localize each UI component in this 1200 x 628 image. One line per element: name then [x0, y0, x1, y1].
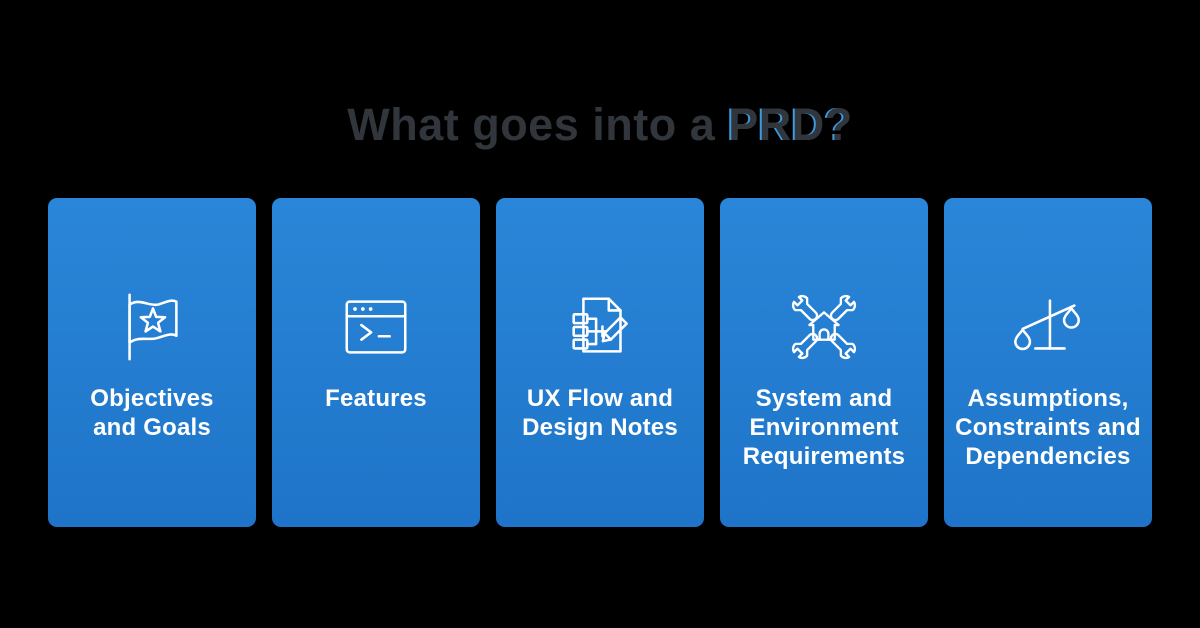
card-ux-flow-and-design-notes: UX Flow and Design Notes — [496, 198, 704, 527]
card-label: Features — [325, 385, 427, 412]
card-assumptions-constraints-and-dependencies: Assumptions, Constraints and Dependencie… — [944, 198, 1152, 527]
page-title-prefix: What goes into a — [347, 99, 729, 150]
cards-row: Objectives and Goals Features — [48, 198, 1152, 527]
page-title-highlight: PRD? — [728, 99, 853, 150]
card-label: System and Environment Requirements — [742, 385, 906, 470]
card-system-and-environment-requirements: System and Environment Requirements — [720, 198, 928, 527]
page-title: What goes into a PRD? — [0, 101, 1200, 148]
browser-terminal-icon — [336, 288, 416, 366]
flag-star-icon — [112, 288, 192, 366]
card-label: Objectives and Goals — [90, 385, 214, 441]
balance-scale-icon — [1008, 288, 1088, 366]
wrenches-house-icon — [784, 288, 864, 366]
card-label: UX Flow and Design Notes — [522, 385, 678, 441]
card-features: Features — [272, 198, 480, 527]
card-label: Assumptions, Constraints and Dependencie… — [955, 385, 1141, 470]
card-objectives-and-goals: Objectives and Goals — [48, 198, 256, 527]
document-flowchart-pencil-icon — [560, 288, 640, 366]
